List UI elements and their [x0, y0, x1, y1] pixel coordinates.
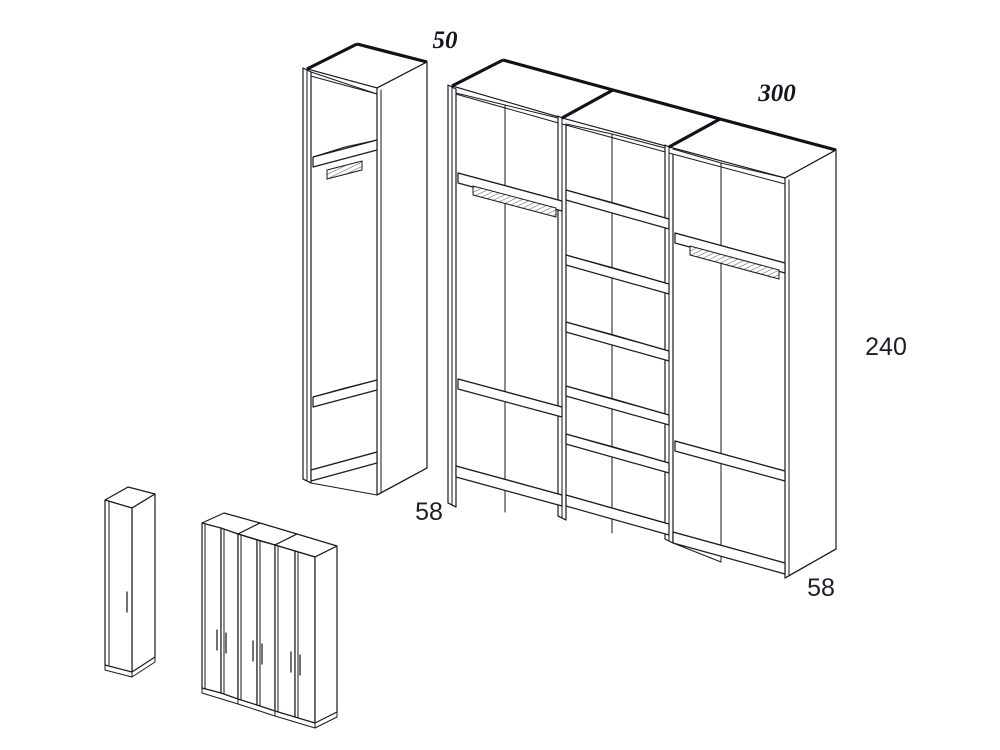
single-open-right-side-panel — [376, 61, 428, 496]
single-open-wardrobe — [302, 42, 428, 496]
single-open-left-side-panel — [302, 67, 312, 484]
bay-middle-shelf-1 — [565, 189, 670, 230]
bay-right-base-board — [672, 531, 786, 575]
bay-right-side-panel-right — [784, 149, 837, 579]
bay-right-hanging-rail — [689, 245, 780, 280]
bay-middle-shelf-5 — [565, 433, 670, 474]
single-closed-plinth — [104, 656, 156, 678]
dimension-width-total: 300 — [757, 80, 796, 107]
single-open-back-panel — [310, 71, 378, 496]
three-bay-closed-wardrobe — [201, 512, 338, 729]
closed-bay-right — [274, 533, 338, 729]
single-closed-door[interactable] — [104, 499, 133, 673]
dimension-labels: 50 300 240 58 58 — [415, 27, 907, 602]
three-bay-open-wardrobe — [447, 58, 837, 579]
closed-bay-right-side-face — [314, 545, 338, 724]
single-open-hanging-rail — [326, 160, 363, 180]
bay-left-side-panel-left — [447, 84, 457, 508]
dimension-depth-single: 58 — [415, 498, 443, 526]
bay-left-lower-shelf — [457, 378, 563, 418]
bay-middle-divider-panel — [664, 144, 674, 544]
bay-right-lower-shelf — [674, 440, 786, 482]
single-open-lower-shelf — [312, 379, 378, 408]
bay-right — [668, 117, 837, 579]
bay-middle-base-board — [557, 494, 670, 536]
bay-left — [447, 58, 614, 521]
bay-left-hanging-rail — [472, 185, 557, 218]
dimension-height-right: 240 — [865, 333, 907, 361]
single-closed-side-face — [131, 493, 156, 673]
bay-left-divider-panel — [557, 115, 567, 521]
dimension-depth-top: 50 — [433, 27, 459, 54]
single-open-base-board — [302, 451, 378, 484]
closed-bay-left — [201, 512, 261, 705]
bay-middle-shelf-3 — [565, 321, 670, 362]
bay-middle-shelf-4 — [565, 385, 670, 426]
bay-middle-shelf-2 — [565, 254, 670, 295]
single-closed-wardrobe — [104, 486, 156, 678]
single-open-upper-shelf — [312, 139, 378, 168]
closed-bay-middle — [237, 522, 298, 717]
bay-left-base-board — [447, 465, 563, 508]
closed-bay-right-plinth — [274, 710, 316, 729]
dimension-depth-main: 58 — [807, 574, 835, 602]
